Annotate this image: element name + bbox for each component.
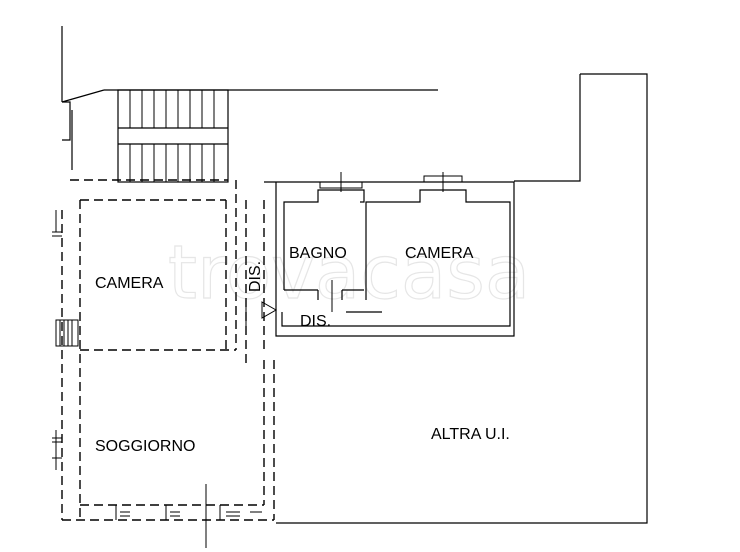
door-marks bbox=[245, 280, 333, 326]
watermark-text: trovacasa bbox=[168, 230, 530, 316]
label-dis-horizontal: DIS. bbox=[300, 313, 331, 330]
left-wall-openings bbox=[52, 210, 79, 470]
label-bagno: BAGNO bbox=[289, 245, 347, 262]
label-camera-right: CAMERA bbox=[405, 245, 474, 262]
bottom-wall-openings bbox=[115, 484, 262, 548]
label-dis-vertical: DIS. bbox=[247, 261, 264, 292]
other-unit-outline bbox=[276, 73, 648, 524]
label-camera-left: CAMERA bbox=[95, 275, 164, 292]
right-rooms-walls bbox=[264, 181, 515, 337]
label-soggiorno: SOGGIORNO bbox=[95, 438, 195, 455]
dashed-walls bbox=[61, 179, 275, 521]
window-symbols bbox=[319, 172, 463, 192]
label-altra-ui: ALTRA U.I. bbox=[431, 426, 510, 443]
staircase bbox=[117, 89, 229, 183]
